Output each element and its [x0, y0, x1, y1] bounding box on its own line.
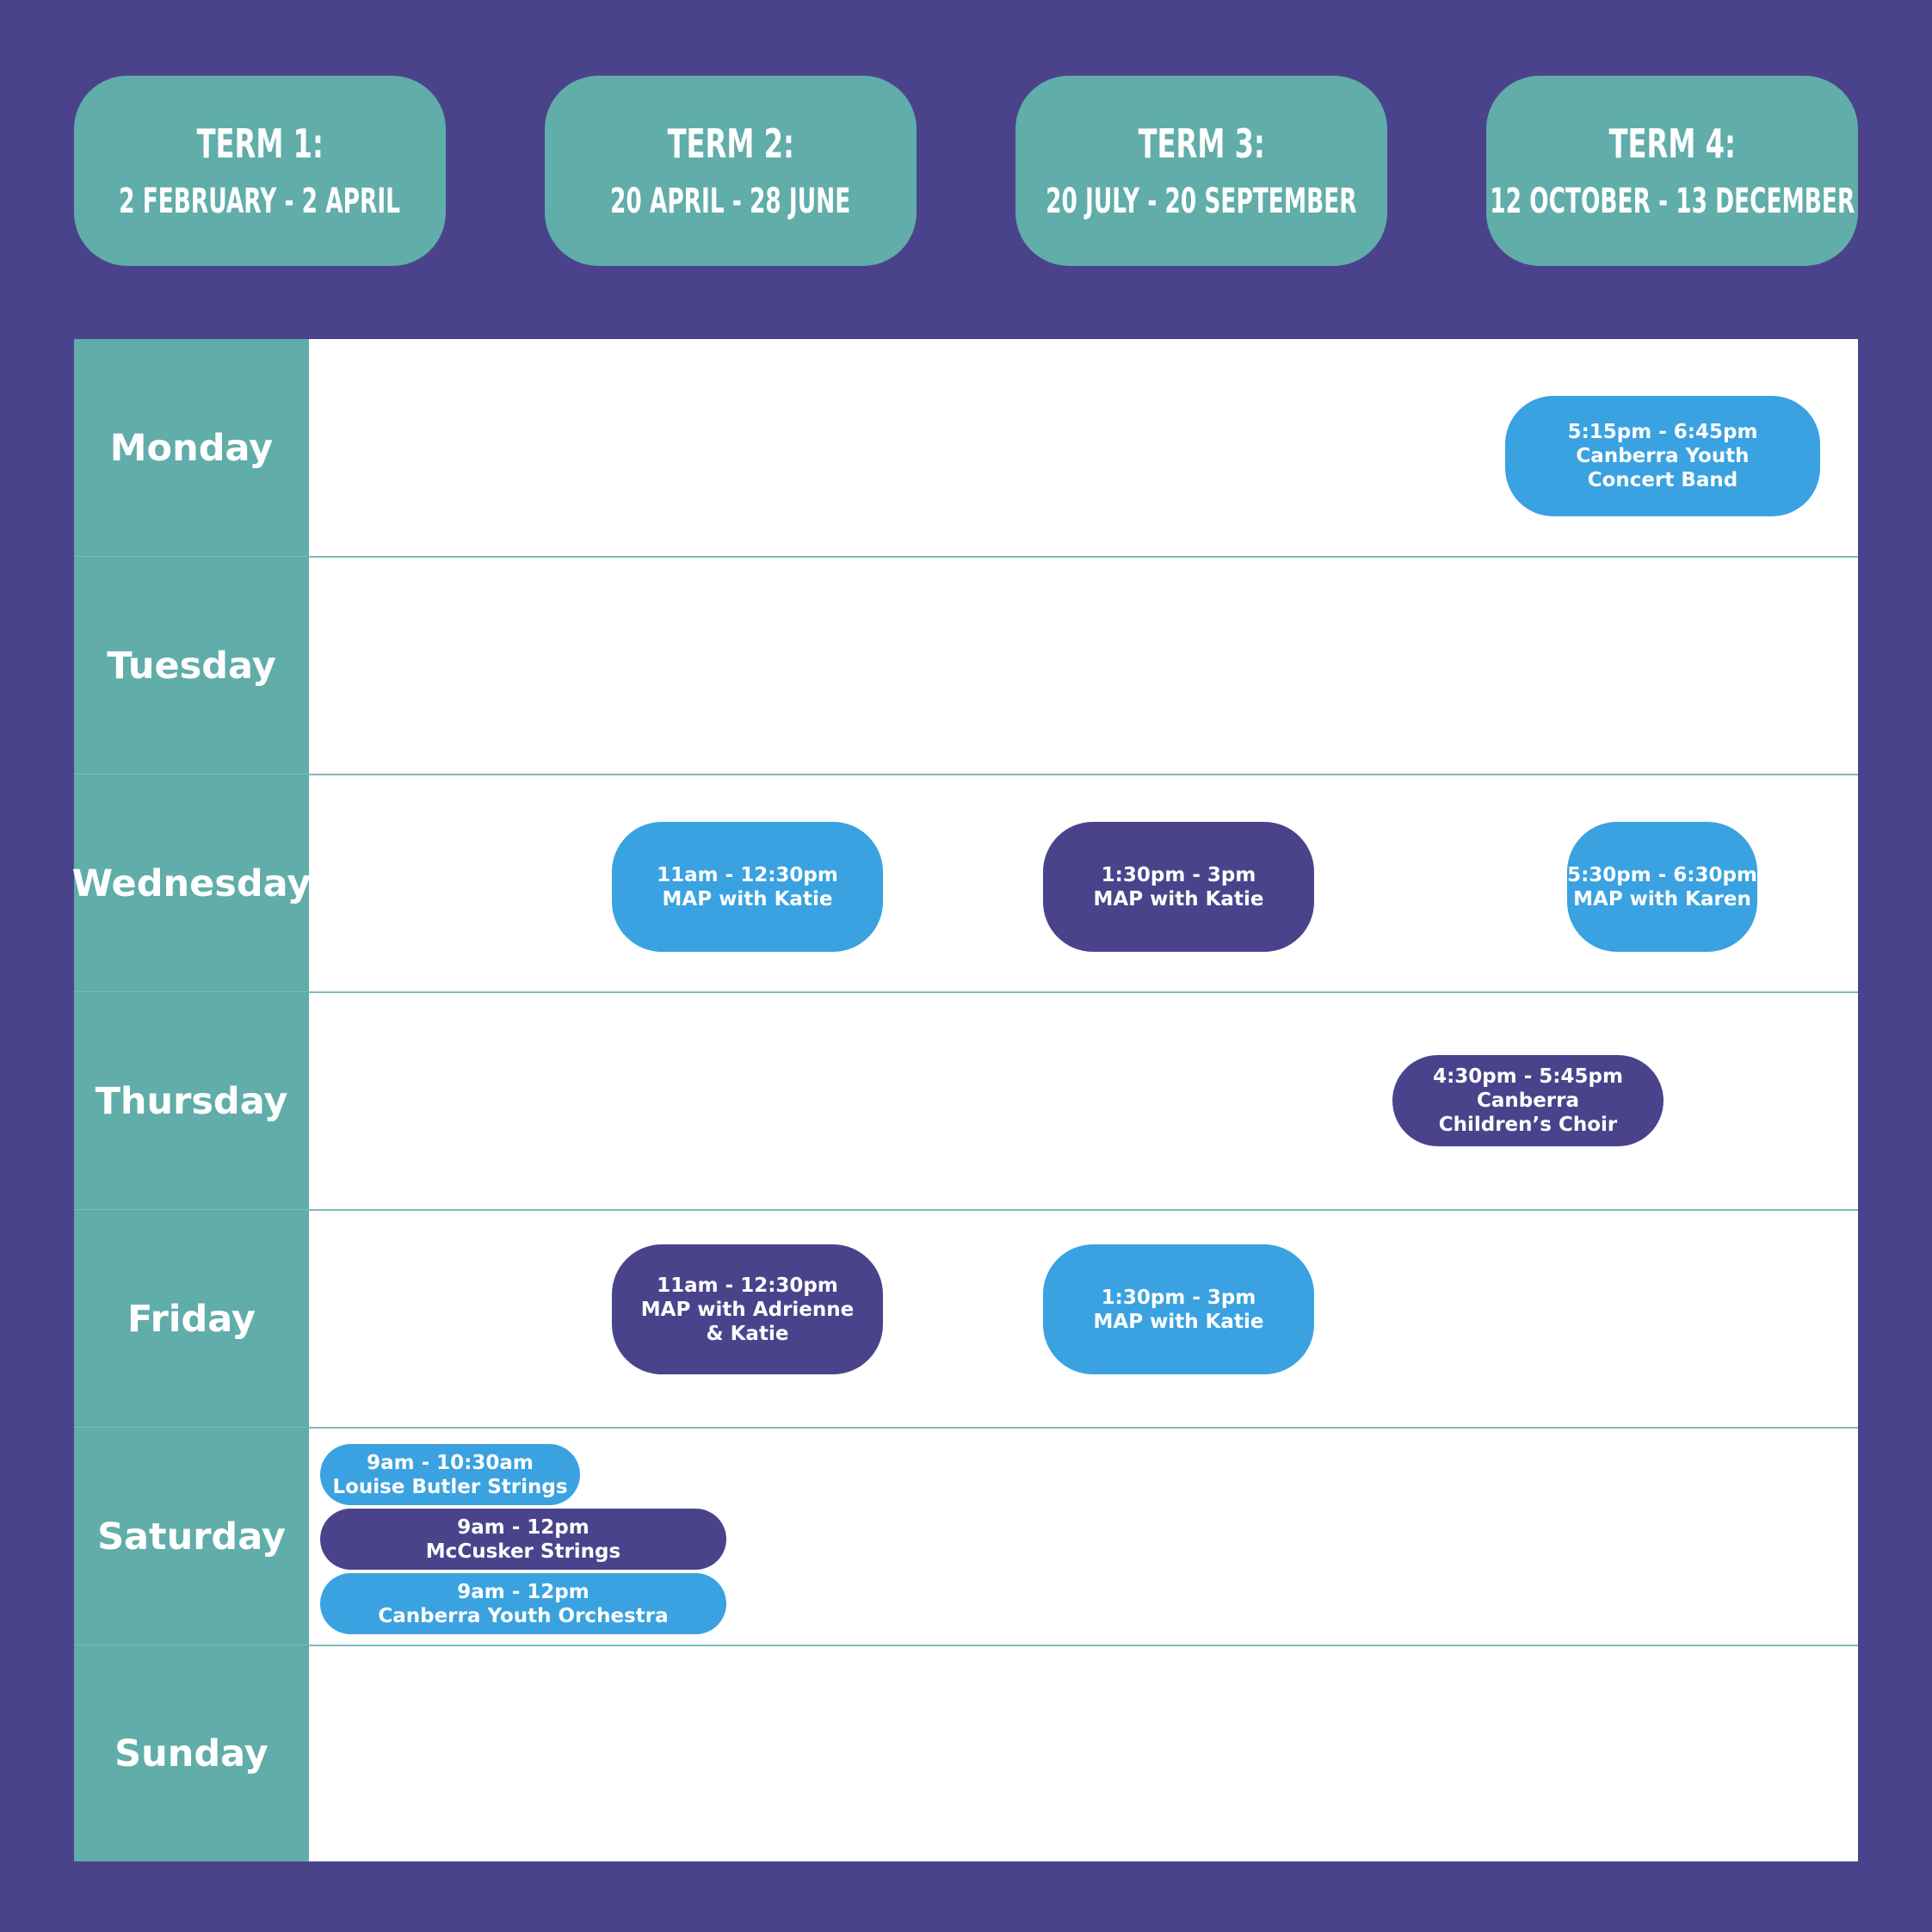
event-map-with-katie-wed-am[interactable]: 11am - 12:30pm MAP with Katie: [612, 822, 883, 952]
event-canberra-youth-concert-band[interactable]: 5:15pm - 6:45pm Canberra Youth Concert B…: [1505, 396, 1820, 516]
event-time: 4:30pm - 5:45pm: [1433, 1065, 1623, 1088]
row-tuesday: Tuesday: [74, 557, 1858, 775]
event-map-with-katie-wed-pm[interactable]: 1:30pm - 3pm MAP with Katie: [1043, 822, 1314, 952]
event-name-line1: Canberra Youth Orchestra: [378, 1604, 669, 1627]
event-time: 11am - 12:30pm: [657, 863, 838, 886]
event-name-line2: Concert Band: [1587, 469, 1738, 491]
row-friday: Friday 11am - 12:30pm MAP with Adrienne …: [74, 1210, 1858, 1429]
event-name-line1: Canberra: [1476, 1089, 1580, 1112]
row-wednesday: Wednesday 11am - 12:30pm MAP with Katie …: [72, 775, 1858, 993]
day-label-thursday: Thursday: [74, 992, 309, 1210]
day-label-tuesday: Tuesday: [74, 557, 309, 775]
day-label-saturday: Saturday: [74, 1428, 309, 1645]
term-3-dates: 20 JULY - 20 SEPTEMBER: [1046, 181, 1357, 221]
term-2-dates: 20 APRIL - 28 JUNE: [610, 181, 851, 221]
event-map-with-katie-fri[interactable]: 1:30pm - 3pm MAP with Katie: [1043, 1244, 1314, 1374]
term-2-card: TERM 2: 20 APRIL - 28 JUNE: [545, 76, 917, 266]
event-name-line1: Louise Butler Strings: [332, 1475, 568, 1498]
term-1-dates: 2 FEBRUARY - 2 APRIL: [119, 181, 401, 221]
event-time: 5:30pm - 6:30pm: [1567, 863, 1757, 886]
term-1-card: TERM 1: 2 FEBRUARY - 2 APRIL: [74, 76, 446, 266]
event-map-with-adrienne-katie[interactable]: 11am - 12:30pm MAP with Adrienne & Katie: [612, 1244, 883, 1374]
row-divider: [74, 556, 1858, 558]
event-louise-butler-strings[interactable]: 9am - 10:30am Louise Butler Strings: [320, 1444, 580, 1505]
event-name-line1: Canberra Youth: [1576, 445, 1750, 467]
row-divider: [74, 1645, 1858, 1646]
row-thursday: Thursday 4:30pm - 5:45pm Canberra Childr…: [74, 992, 1858, 1211]
row-divider: [74, 1427, 1858, 1429]
term-1-title: TERM 1:: [196, 120, 324, 167]
event-time: 1:30pm - 3pm: [1101, 863, 1256, 886]
event-mccusker-strings[interactable]: 9am - 12pm McCusker Strings: [320, 1509, 726, 1570]
event-name-line1: MAP with Karen: [1573, 887, 1751, 910]
event-name-line1: MAP with Adrienne: [640, 1298, 855, 1321]
term-3-title: TERM 3:: [1138, 120, 1265, 167]
event-time: 5:15pm - 6:45pm: [1567, 421, 1758, 443]
event-time: 11am - 12:30pm: [657, 1274, 838, 1297]
term-4-card: TERM 4: 12 OCTOBER - 13 DECEMBER: [1486, 76, 1858, 266]
weekly-schedule-grid: Monday 5:15pm - 6:45pm Canberra Youth Co…: [72, 339, 1858, 1861]
row-divider: [74, 1209, 1858, 1211]
row-saturday: Saturday 9am - 10:30am Louise Butler Str…: [74, 1428, 1858, 1646]
event-map-with-karen[interactable]: 5:30pm - 6:30pm MAP with Karen: [1567, 822, 1757, 952]
day-label-sunday: Sunday: [74, 1645, 309, 1861]
event-time: 9am - 12pm: [457, 1580, 589, 1603]
row-sunday: Sunday: [74, 1645, 1858, 1861]
event-time: 9am - 12pm: [457, 1515, 589, 1539]
event-canberra-childrens-choir[interactable]: 4:30pm - 5:45pm Canberra Children’s Choi…: [1392, 1055, 1663, 1146]
day-label-friday: Friday: [74, 1210, 309, 1428]
row-monday: Monday 5:15pm - 6:45pm Canberra Youth Co…: [74, 339, 1858, 558]
event-time: 1:30pm - 3pm: [1101, 1286, 1256, 1309]
term-3-card: TERM 3: 20 JULY - 20 SEPTEMBER: [1015, 76, 1387, 266]
row-divider: [74, 774, 1858, 775]
event-name-line1: MAP with Katie: [662, 887, 833, 910]
term-2-title: TERM 2:: [667, 120, 794, 167]
day-label-wednesday: Wednesday: [72, 775, 311, 992]
event-name-line2: & Katie: [706, 1322, 789, 1345]
event-name-line1: MAP with Katie: [1093, 1310, 1264, 1333]
event-name-line2: Children’s Choir: [1438, 1114, 1618, 1136]
term-4-title: TERM 4:: [1608, 120, 1736, 167]
event-name-line1: McCusker Strings: [425, 1540, 621, 1563]
event-name-line1: MAP with Katie: [1093, 887, 1264, 910]
event-time: 9am - 10:30am: [367, 1451, 534, 1474]
row-divider: [74, 991, 1858, 993]
term-4-dates: 12 OCTOBER - 13 DECEMBER: [1489, 181, 1855, 221]
day-label-monday: Monday: [74, 339, 309, 557]
event-canberra-youth-orchestra[interactable]: 9am - 12pm Canberra Youth Orchestra: [320, 1573, 726, 1634]
